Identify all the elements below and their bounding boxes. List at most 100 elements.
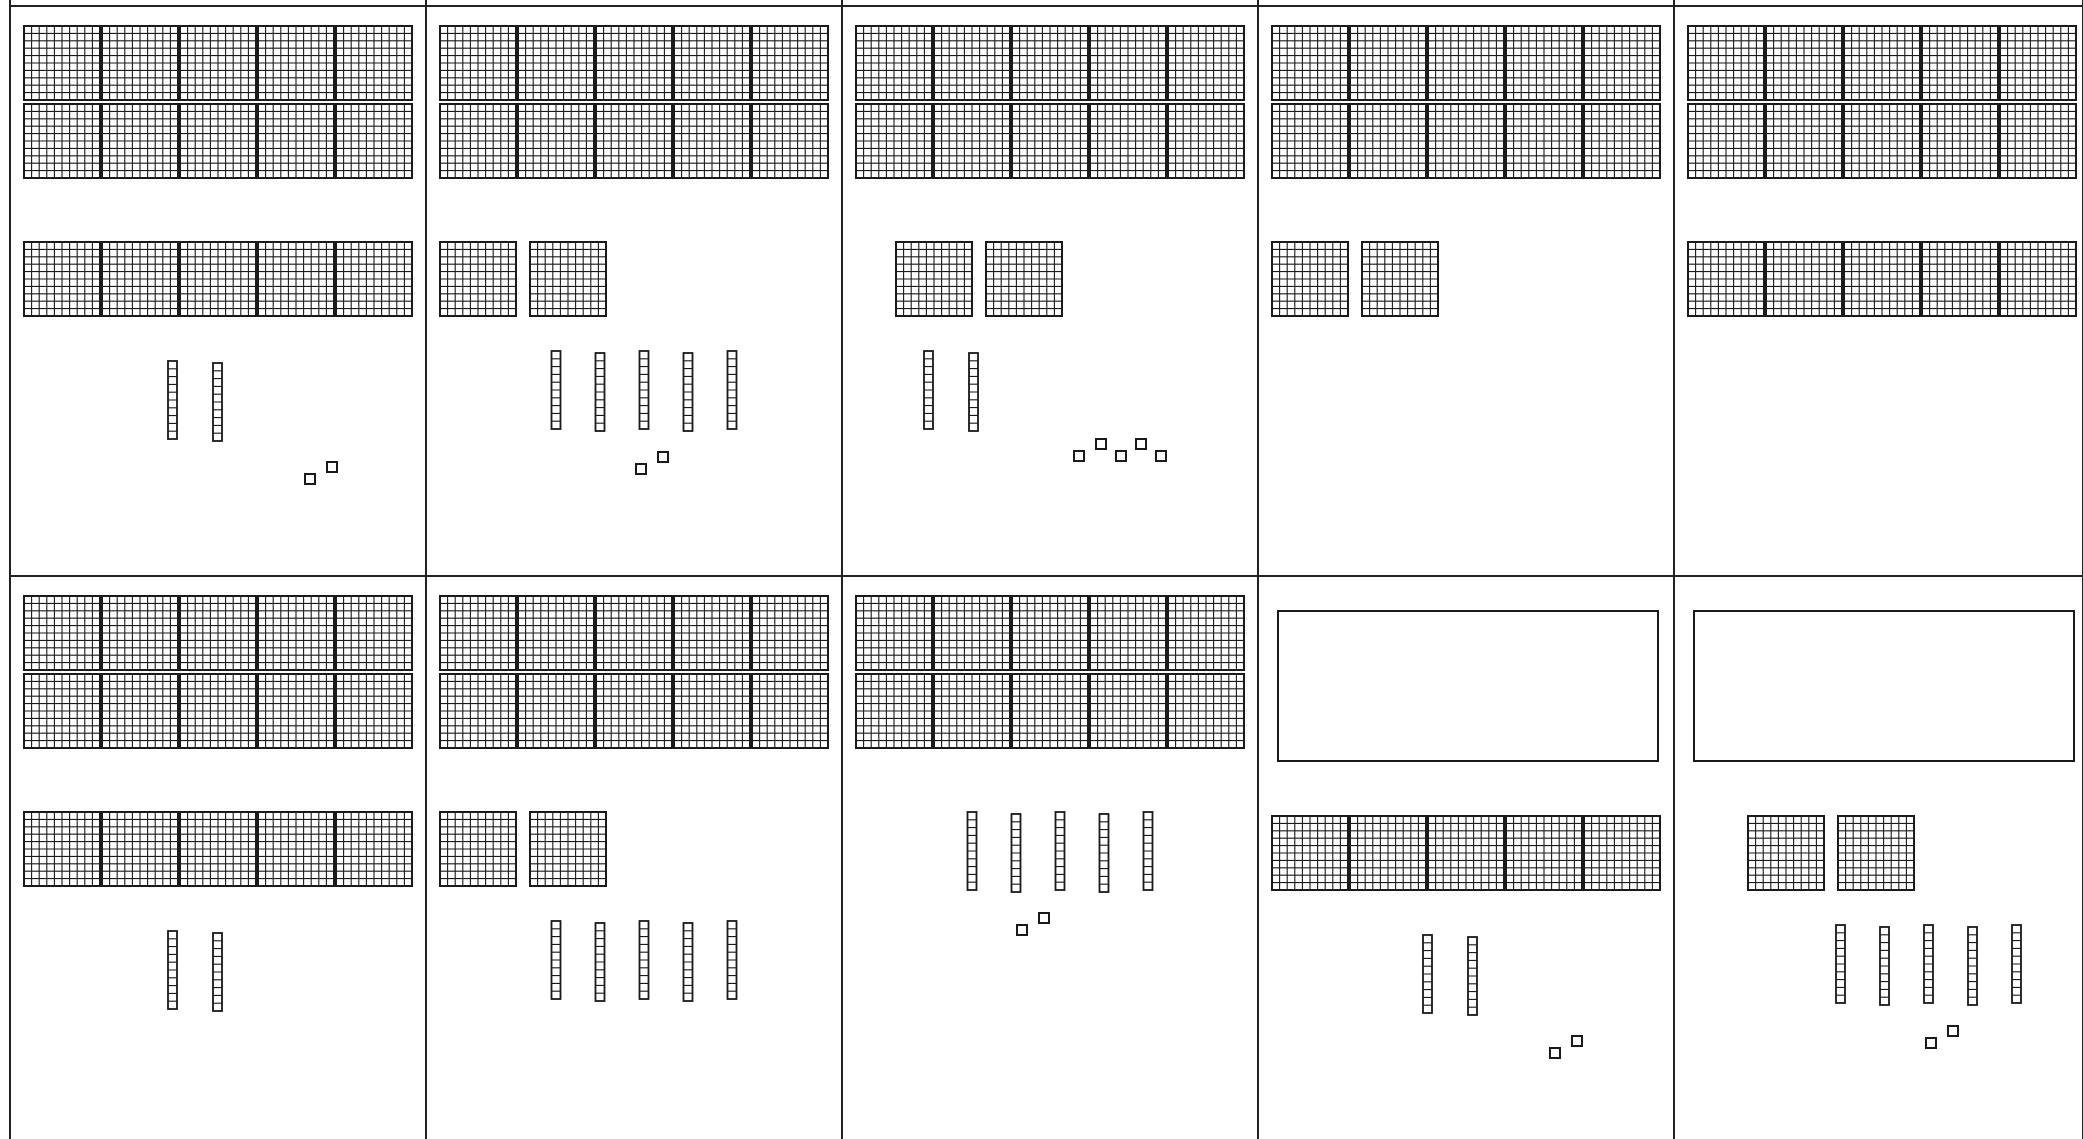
hundred-flat [180,674,256,748]
hundred-flat-lines [1272,242,1348,316]
hundred-flat [1688,242,1764,316]
cell-4 [1272,26,1660,316]
hundred-flat-lines [258,596,334,670]
hundred-flat-lines [518,674,594,748]
hundred-flat-lines [934,26,1010,100]
hundred-flat [1090,674,1166,748]
hundred-flat-lines [530,242,606,316]
hundred-flat-lines [1090,104,1166,178]
hundred-flat-lines [1506,26,1582,100]
hundred-flat-lines [102,596,178,670]
one-cube [1572,1036,1582,1046]
cell-8 [856,596,1244,935]
hundred-flat [24,26,100,100]
ten-rod [640,921,649,999]
hundred-flat-lines [752,596,828,670]
hundred-flat-lines [2000,104,2076,178]
one-cube [658,452,668,462]
ten-rod-lines [969,353,978,431]
hundred-flat-lines [674,26,750,100]
one-cube [1096,439,1106,449]
hundred-flat [336,26,412,100]
ten-rod [640,351,649,429]
ten-rod-lines [596,353,605,431]
hundred-flat-lines [180,242,256,316]
hundred-flat [1766,104,1842,178]
hundred-flat-lines [1688,242,1764,316]
hundred-flat [1506,816,1582,890]
hundred-flat-lines [1090,596,1166,670]
blank-answer-box [1278,611,1658,761]
hundred-flat [1584,816,1660,890]
ten-rod-lines [596,923,605,1001]
ten-rod-lines [1880,927,1889,1005]
hundred-flat [1922,104,1998,178]
hundred-flat [258,242,334,316]
hundred-flat [258,674,334,748]
hundred-flat-lines [336,596,412,670]
hundred-flat-lines [1272,26,1348,100]
hundred-flat [102,26,178,100]
ten-rod-lines [552,351,561,429]
hundred-flat-lines [440,104,516,178]
hundred-flat [1766,242,1842,316]
hundred-flat [1350,816,1426,890]
hundred-flat [674,26,750,100]
hundred-flat [518,596,594,670]
hundred-flat-lines [896,242,972,316]
ten-rod-lines [684,353,693,431]
ten-rod-lines [2012,925,2021,1003]
hundred-flat [2000,104,2076,178]
hundred-flat [180,242,256,316]
one-cube [305,474,315,484]
hundred-flat [752,26,828,100]
ten-rod-lines [640,351,649,429]
ten-rod-lines [1423,935,1432,1013]
hundred-flat [674,104,750,178]
hundred-flat-lines [336,26,412,100]
hundred-flat-lines [180,812,256,886]
hundred-flat-lines [856,104,932,178]
hundred-flat-lines [1090,674,1166,748]
cell-6 [24,596,412,1011]
hundred-flat [180,104,256,178]
hundred-flat [258,26,334,100]
hundred-flat [1922,26,1998,100]
hundred-flat [674,674,750,748]
hundred-flat-lines [102,674,178,748]
hundred-flat-lines [674,104,750,178]
ten-rod [168,931,177,1009]
hundred-flat [1844,26,1920,100]
one-cube [1116,451,1126,461]
hundred-flat [856,596,932,670]
ten-rod [728,351,737,429]
ten-rod-lines [968,812,977,890]
one-cube [1156,451,1166,461]
hundred-flat-lines [1922,26,1998,100]
hundred-flat [518,26,594,100]
one-cube [636,464,646,474]
hundred-flat [1844,104,1920,178]
ten-rod-lines [728,921,737,999]
hundred-flat [102,242,178,316]
cell-10 [1694,611,2074,1048]
hundred-flat [1272,104,1348,178]
hundred-flat-lines [1688,104,1764,178]
hundred-flat [856,674,932,748]
hundred-flat [1090,26,1166,100]
ten-rod [552,351,561,429]
hundred-flat [1168,104,1244,178]
hundred-flat [1506,26,1582,100]
hundred-flat-lines [180,104,256,178]
hundred-flat [934,26,1010,100]
hundred-flat [596,104,672,178]
hundred-flat [258,596,334,670]
hundred-flat-lines [24,674,100,748]
hundred-flat-lines [1168,104,1244,178]
hundred-flat [24,242,100,316]
ten-rod-lines [213,363,222,441]
ten-rod-lines [1968,927,1977,1005]
hundred-flat-lines [1844,26,1920,100]
hundred-flat [1584,104,1660,178]
hundred-flat-lines [102,26,178,100]
